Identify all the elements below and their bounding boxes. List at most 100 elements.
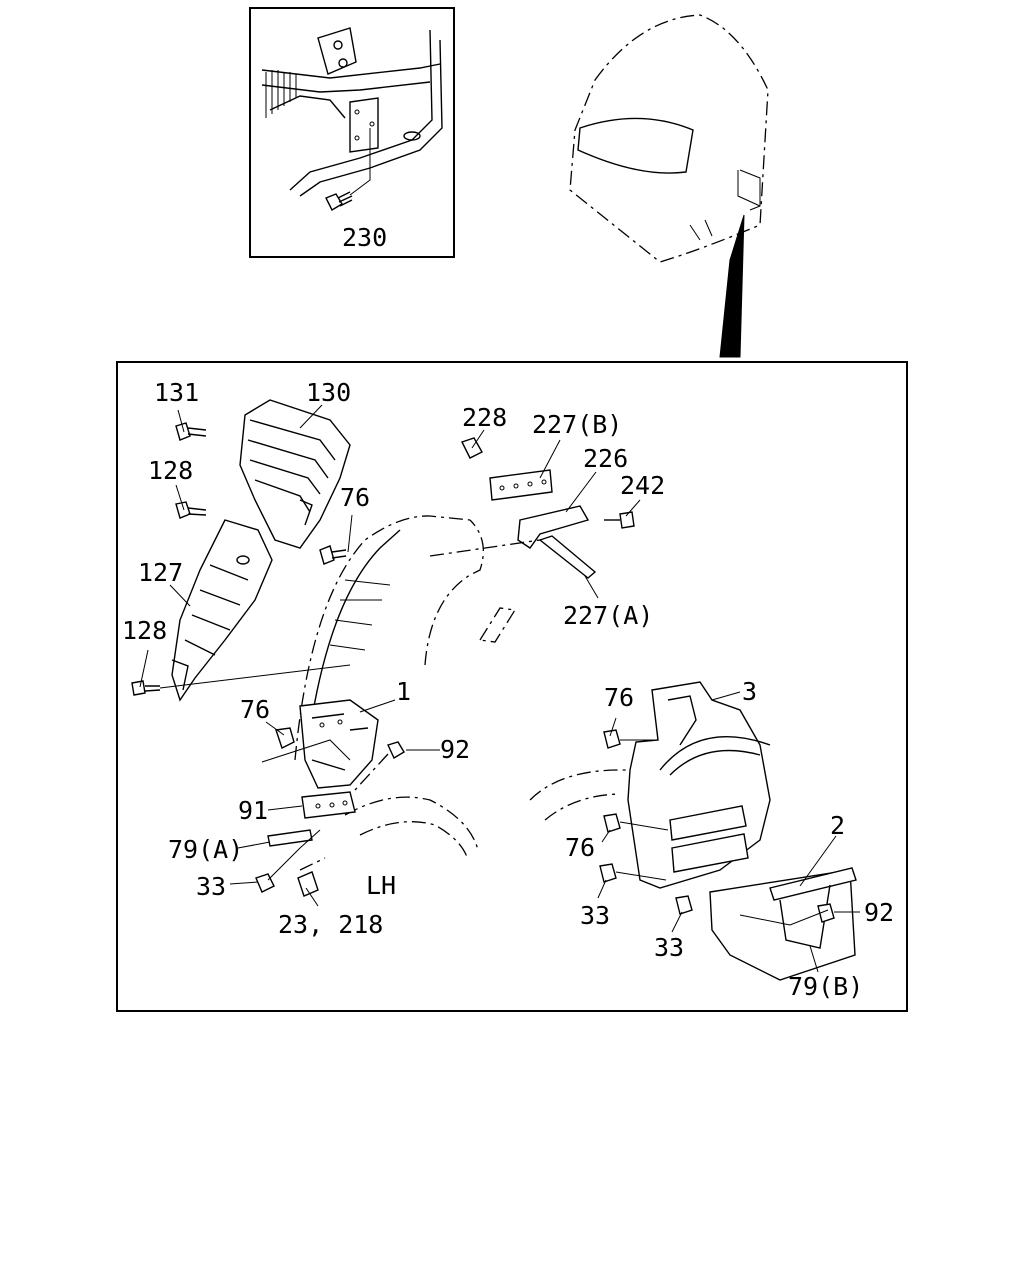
label-130: 130 — [306, 378, 351, 407]
inset-edge-1 — [261, 63, 441, 79]
bolt-230-thread — [337, 191, 353, 207]
leader-128b — [139, 649, 149, 688]
inset-edge-3 — [269, 95, 346, 119]
leader-228 — [471, 429, 485, 449]
fender-tab — [478, 607, 517, 643]
part-3-arch-outer — [659, 735, 771, 771]
leader-91 — [267, 805, 303, 811]
label-2: 2 — [830, 811, 845, 840]
inset-bracket — [317, 27, 357, 75]
bolt-131 — [175, 422, 191, 441]
cab-windshield — [577, 117, 694, 174]
leader-2 — [799, 835, 837, 887]
label-92-left: 92 — [440, 735, 470, 764]
label-227a: 227(A) — [563, 601, 653, 630]
label-33-left: 33 — [196, 872, 226, 901]
part-1-dot-1 — [319, 722, 325, 728]
inset-dot-3 — [369, 121, 375, 127]
part-227b — [489, 469, 553, 501]
leader-226 — [565, 471, 597, 513]
inset-dot-2 — [354, 135, 360, 141]
lh-wheel-outer — [344, 796, 479, 851]
leader-23-dash — [299, 857, 326, 871]
cab-pointer — [719, 214, 745, 358]
label-79b: 79(B) — [788, 972, 863, 1001]
leader-76b — [265, 721, 285, 736]
part-227b-dot-1 — [499, 485, 505, 491]
cab-marker — [737, 169, 761, 211]
part-79a-strip — [267, 829, 313, 847]
label-76-mid: 76 — [240, 695, 270, 724]
leader-33b-long — [615, 871, 667, 881]
detail-inset — [249, 7, 455, 258]
part-91-dot-3 — [342, 800, 348, 806]
cab-detail — [689, 219, 713, 241]
inset-edge-5 — [299, 39, 443, 197]
leader-130 — [299, 404, 323, 429]
leader-23 — [305, 887, 319, 907]
leader-227a-dash — [429, 539, 541, 557]
label-127: 127 — [138, 558, 183, 587]
label-131: 131 — [154, 378, 199, 407]
leader-128b-long — [159, 664, 351, 689]
leader-33a-split — [267, 829, 321, 881]
label-33-right-a: 33 — [580, 901, 610, 930]
part-127-ribs — [184, 564, 249, 656]
fender-lip — [309, 529, 401, 731]
label-23-218: 23, 218 — [278, 910, 383, 939]
label-76-right-lower: 76 — [565, 833, 595, 862]
part-3-top — [667, 695, 697, 746]
part-3-slot-lower — [671, 833, 749, 873]
part-227b-dot-3 — [527, 481, 533, 487]
inset-plate — [349, 97, 379, 153]
inset-edge-2 — [261, 81, 431, 93]
inset-edge-4 — [289, 29, 433, 191]
main-frame — [116, 361, 908, 1012]
bolt-128-upper — [175, 501, 191, 519]
label-128-lower: 128 — [122, 616, 167, 645]
cab-outline — [569, 14, 769, 263]
leaders-left — [139, 404, 440, 907]
label-1: 1 — [396, 677, 411, 706]
leader-92a-dash — [354, 753, 389, 791]
leaders-upper — [429, 429, 641, 599]
part-1-dot-2 — [337, 719, 343, 725]
bolt-76-c — [603, 729, 621, 749]
leader-127 — [169, 584, 191, 607]
part-91-dot-2 — [329, 802, 335, 808]
inset-dot-1 — [354, 109, 360, 115]
leader-33b — [597, 879, 607, 899]
bolt-76-d — [603, 813, 621, 833]
label-3: 3 — [742, 677, 757, 706]
leader-1 — [359, 699, 396, 713]
label-91: 91 — [238, 796, 268, 825]
leader-242 — [625, 499, 641, 517]
bolt-242 — [619, 511, 635, 529]
bolt-33-b — [599, 863, 617, 883]
lh-wheel-inner — [359, 821, 469, 861]
label-lh: LH — [366, 871, 396, 900]
leader-76c — [609, 717, 617, 737]
fender-outline-outer — [294, 515, 471, 761]
leader-33a — [229, 881, 259, 885]
label-79a: 79(A) — [168, 835, 243, 864]
clip-23-218 — [297, 871, 319, 897]
label-92-right: 92 — [864, 898, 894, 927]
nut-92-a — [387, 741, 405, 760]
rear-mudguard — [529, 681, 857, 981]
bolt-128-lower — [131, 680, 146, 696]
part-127-foot — [171, 659, 189, 691]
inset-hole-1 — [333, 40, 343, 50]
inset-frame — [249, 7, 455, 258]
label-228: 228 — [462, 403, 507, 432]
leader-76d-long — [619, 821, 669, 831]
inset-hole-2 — [338, 58, 348, 68]
fender-outline-inner — [424, 519, 484, 666]
label-242: 242 — [620, 471, 665, 500]
nut-92-b — [817, 903, 835, 923]
bolt-128-lower-thread — [144, 685, 161, 692]
leader-128a — [175, 484, 185, 511]
inset-slot — [403, 131, 421, 141]
leader-76b-split — [261, 739, 351, 763]
